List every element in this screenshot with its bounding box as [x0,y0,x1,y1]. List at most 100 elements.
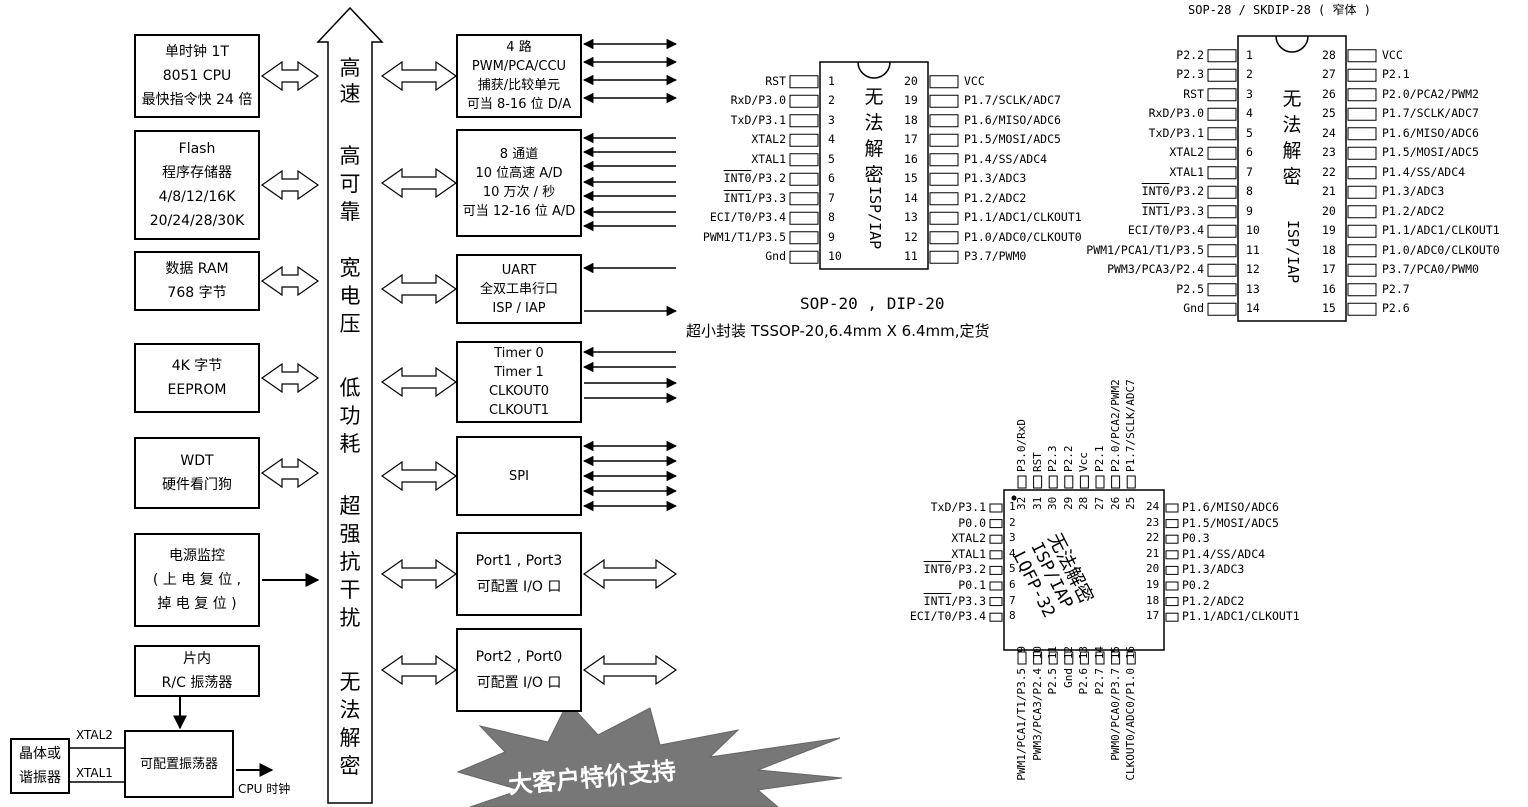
lqfp-pin-pad [989,612,1003,622]
lqfp-body [1003,489,1165,651]
lqfp-pin-number: 23 [1146,515,1160,529]
bus-char: 功 [339,404,361,428]
sop28-pin-number: 3 [1246,86,1253,101]
sop20-pin-number: 16 [904,151,918,166]
sop20-mark-char: 法 [864,112,884,134]
bidirectional-arrow [380,273,458,305]
sop20-pin-label: P1.2/ADC2 [964,190,1027,205]
lqfp-pin-number: 2 [1009,515,1016,529]
lqfp-pin-pad [1111,475,1121,489]
sop28-pin-number: 21 [1322,184,1336,199]
sop28-pin-name: INT0 [1141,184,1170,199]
sop20-pin-label: XTAL2 [751,132,786,146]
lqfp-pin-pad [1165,534,1179,544]
lqfp-pin-label: P2.3 [1046,445,1060,473]
sop28-pin-tail: /P3.3 [1169,203,1204,218]
sop20-pin-name: INT0 [723,171,752,186]
lqfp-pin-number: 5 [1009,562,1016,576]
sop28-pin-number: 24 [1322,125,1336,140]
lqfp-pin-label: P0.3 [1182,531,1210,546]
sop28-pin-label: RST [1183,87,1204,101]
sop28-pin-name: XTAL1 [1169,164,1204,179]
lqfp-pin-label: P1.2/ADC2 [1182,593,1245,608]
lqfp-pin-label: P1.6/MISO/ADC6 [1182,500,1279,514]
bus-char: 无 [339,670,361,694]
sop28-pin-name: RST [1183,86,1204,101]
lqfp-pin-pad [989,534,1003,544]
sop20-pin-number: 5 [828,151,835,166]
bus-char: 电 [339,284,361,308]
lqfp-pin-pad [1095,651,1105,665]
sop20-pin-label: PWM1/T1/P3.5 [703,230,786,244]
lqfp-pin-name: INT1 [923,593,952,608]
bidirectional-arrow [380,654,458,686]
sop28-pin-number: 17 [1322,262,1336,277]
sop20-pin-label: RST [765,74,786,88]
sop20-pin-pad [929,250,959,264]
right-block-line: Timer 1 [494,365,544,380]
lqfp-pin-label: P1.7/SCLK/ADC7 [1124,379,1138,472]
sop28-pin-number: 26 [1322,86,1336,101]
lqfp-pin-label: PWM0/PCA0/P3.7 [1108,668,1122,761]
lqfp-pin-pad [1048,651,1058,665]
right-block-line: Port1 , Port3 [475,553,563,569]
sop28-pin-name: TxD/P3.1 [1148,125,1204,140]
sop28-pin-number: 7 [1246,164,1253,179]
right-block-line: 全双工串行口 [479,281,558,297]
bus-char: 抗 [339,550,361,574]
left-block-line: R/C 振荡器 [161,675,233,691]
sop20-pin-label: P1.0/ADC0/CLKOUT0 [964,229,1082,244]
port-hollow-arrow [582,654,678,686]
sop28-pin-label: PWM1/PCA1/T1/P3.5 [1086,243,1204,257]
sop28-pin-label: P1.4/SS/ADC4 [1382,164,1466,179]
left-block-line: 电源监控 [169,548,225,564]
sop28-pin-pad [1347,49,1377,63]
sop28-chip-mark: 无法解密 [1278,86,1306,190]
left-block-line: 片内 [183,651,211,667]
bus-char: 耗 [339,432,361,456]
sop28-pin-name: INT1 [1141,203,1170,218]
lqfp-pin-pad [989,519,1003,529]
left-block-line: 数据 RAM [165,261,229,277]
right-block-line: Timer 0 [494,346,544,361]
lqfp-pin-label: P3.0/RxD [1015,419,1028,472]
lqfp-pin-number: 11 [1046,646,1060,660]
sop20-pin-number: 9 [828,229,835,244]
osc-xtal1-label: XTAL1 [76,766,113,780]
sop28-pin-name: P2.5 [1176,281,1204,296]
sop20-pin-label: P1.4/SS/ADC4 [964,151,1048,166]
sop20-pin-tail: /P3.2 [751,171,786,186]
sop20-pin-name: RST [765,73,786,88]
sop28-pin-name: RxD/P3.0 [1148,106,1204,121]
bus-char: 靠 [339,200,361,224]
sop20-pin-number: 4 [828,132,835,147]
sop20-pin-number: 8 [828,210,835,225]
bidirectional-arrow [260,60,320,92]
left-block-line: 硬件看门狗 [162,477,232,493]
sop20-pin-number: 10 [828,249,842,264]
sop20-pin-name: RxD/P3.0 [730,93,786,108]
sop28-pin-name: PWM1/PCA1/T1/P3.5 [1086,242,1204,257]
sop20-pin-label: INT0/P3.2 [724,171,786,185]
lqfp-pin-number: 30 [1046,496,1060,510]
bus-char: 高 [339,144,361,168]
sop20-pin-pad [929,172,959,186]
bus-arrow [316,6,384,804]
sop20-pin-pad [929,94,959,108]
right-block-line: 可当 12-16 位 A/D [462,204,576,219]
sop20-pin-label: Gnd [765,249,786,263]
sop20-pin-number: 1 [828,73,835,88]
sop20-pin-pad [789,114,819,128]
sop28-pin-label: INT0/P3.2 [1142,184,1204,198]
crystal-line: 晶体或 [19,746,61,762]
sop20-pin-pad [789,75,819,89]
sop20-pin-number: 14 [904,190,918,205]
sop20-pin-pad [929,192,959,206]
lqfp-pin-pad [1165,581,1179,591]
sop20-pin-label: P1.6/MISO/ADC6 [964,112,1061,127]
sop28-pin-label: TxD/P3.1 [1149,126,1204,140]
right-block-line: CLKOUT0 [488,384,550,399]
sop28-isp-label: ISP/IAP [1284,220,1302,284]
left-block-line: 8051 CPU [162,68,232,84]
sop20-isp-label: ISP/IAP [866,186,884,250]
